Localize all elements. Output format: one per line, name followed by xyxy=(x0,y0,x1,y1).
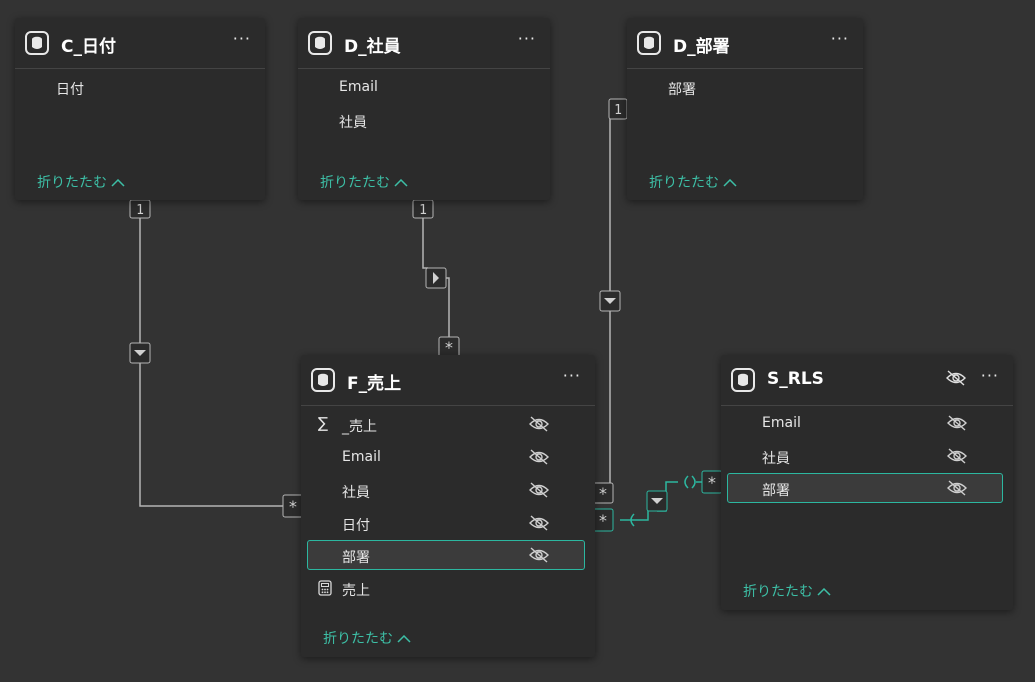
table-header[interactable]: C_日付 ··· xyxy=(15,18,265,69)
eye-off-icon[interactable] xyxy=(946,448,968,468)
table-header[interactable]: D_部署 ··· xyxy=(627,18,863,69)
collapse-button[interactable]: 折りたたむ xyxy=(320,172,408,192)
table-title: F_売上 xyxy=(347,374,402,394)
chevron-up-icon xyxy=(817,587,831,596)
cardinality-many-employee: * xyxy=(444,338,454,357)
eye-off-icon[interactable] xyxy=(528,515,550,535)
chevron-up-icon xyxy=(723,178,737,187)
cardinality-many-date: * xyxy=(288,497,298,516)
more-options-icon[interactable]: ··· xyxy=(562,366,581,385)
table-card-f-sales[interactable]: F_売上 ··· ∑ _売上 Email 社員 日付 部署 xyxy=(301,355,595,657)
field-label: 部署 xyxy=(668,82,696,98)
field-label: 日付 xyxy=(56,82,84,98)
sigma-icon: ∑ xyxy=(318,414,329,432)
field-row[interactable]: 売上 xyxy=(307,573,585,603)
field-row-selected[interactable]: 部署 xyxy=(307,540,585,570)
filter-direction-icon xyxy=(129,267,668,512)
cardinality-one-department: 1 xyxy=(614,103,622,118)
table-card-c-date[interactable]: C_日付 ··· 日付 折りたたむ xyxy=(15,18,265,200)
cardinality-many-rls: * xyxy=(707,473,717,492)
collapse-button[interactable]: 折りたたむ xyxy=(649,172,737,192)
eye-off-icon[interactable] xyxy=(528,482,550,502)
calculator-icon xyxy=(318,580,332,599)
more-options-icon[interactable]: ··· xyxy=(830,29,849,48)
field-label: 社員 xyxy=(342,485,370,501)
table-icon xyxy=(308,31,332,55)
collapse-label: 折りたたむ xyxy=(320,175,390,191)
eye-off-icon[interactable] xyxy=(946,415,968,435)
table-icon xyxy=(25,31,49,55)
cardinality-many-sales-rls: * xyxy=(598,511,608,530)
collapse-label: 折りたたむ xyxy=(37,175,107,191)
table-card-d-department[interactable]: D_部署 ··· 部署 折りたたむ xyxy=(627,18,863,200)
table-header[interactable]: D_社員 ··· xyxy=(298,18,550,69)
field-row[interactable]: 日付 xyxy=(307,508,585,538)
more-options-icon[interactable]: ··· xyxy=(232,29,251,48)
field-row[interactable]: 日付 xyxy=(21,72,255,102)
field-label: 社員 xyxy=(339,115,367,131)
collapse-button[interactable]: 折りたたむ xyxy=(743,581,831,601)
table-title: D_社員 xyxy=(344,37,401,57)
relationship-date-sales xyxy=(139,217,286,507)
field-label: Email xyxy=(342,449,381,465)
eye-off-icon[interactable] xyxy=(946,480,968,500)
collapse-label: 折りたたむ xyxy=(323,631,393,647)
field-label: Email xyxy=(339,79,378,95)
eye-off-icon[interactable] xyxy=(528,416,550,436)
cardinality-one-date: 1 xyxy=(136,203,144,218)
cardinality-many-department: * xyxy=(598,484,608,503)
more-options-icon[interactable]: ··· xyxy=(980,366,999,385)
table-card-s-rls[interactable]: S_RLS ··· Email 社員 部署 折りたたむ xyxy=(721,355,1013,610)
field-row-selected[interactable]: 部署 xyxy=(727,473,1003,503)
collapse-label: 折りたたむ xyxy=(649,175,719,191)
more-options-icon[interactable]: ··· xyxy=(517,29,536,48)
chevron-up-icon xyxy=(111,178,125,187)
field-row[interactable]: Email xyxy=(307,442,585,472)
field-label: 日付 xyxy=(342,518,370,534)
field-row[interactable]: 社員 xyxy=(304,105,540,135)
collapse-label: 折りたたむ xyxy=(743,584,813,600)
table-title: C_日付 xyxy=(61,37,116,57)
field-row[interactable]: 社員 xyxy=(727,441,1003,471)
table-title: D_部署 xyxy=(673,37,730,57)
table-icon xyxy=(731,368,755,392)
field-label: _売上 xyxy=(342,419,377,435)
field-label: 部署 xyxy=(762,483,790,499)
collapse-button[interactable]: 折りたたむ xyxy=(37,172,125,192)
field-row[interactable]: Email xyxy=(727,408,1003,438)
eye-off-icon[interactable] xyxy=(528,547,550,567)
table-card-d-employee[interactable]: D_社員 ··· Email 社員 折りたたむ xyxy=(298,18,550,200)
chevron-up-icon xyxy=(394,178,408,187)
table-header[interactable]: S_RLS ··· xyxy=(721,355,1013,406)
chevron-up-icon xyxy=(397,634,411,643)
field-label: 社員 xyxy=(762,451,790,467)
table-icon xyxy=(637,31,661,55)
field-row[interactable]: ∑ _売上 xyxy=(307,409,585,439)
table-header[interactable]: F_売上 ··· xyxy=(301,355,595,406)
field-row[interactable]: 部署 xyxy=(633,72,853,102)
table-icon xyxy=(311,368,335,392)
eye-off-icon[interactable] xyxy=(528,449,550,469)
field-row[interactable]: Email xyxy=(304,72,540,102)
table-title: S_RLS xyxy=(767,369,824,389)
field-label: 売上 xyxy=(342,583,370,599)
cardinality-one-employee: 1 xyxy=(419,203,427,218)
collapse-button[interactable]: 折りたたむ xyxy=(323,628,411,648)
field-label: 部署 xyxy=(342,550,370,566)
field-row[interactable]: 社員 xyxy=(307,475,585,505)
eye-off-icon[interactable] xyxy=(945,370,967,390)
field-label: Email xyxy=(762,415,801,431)
